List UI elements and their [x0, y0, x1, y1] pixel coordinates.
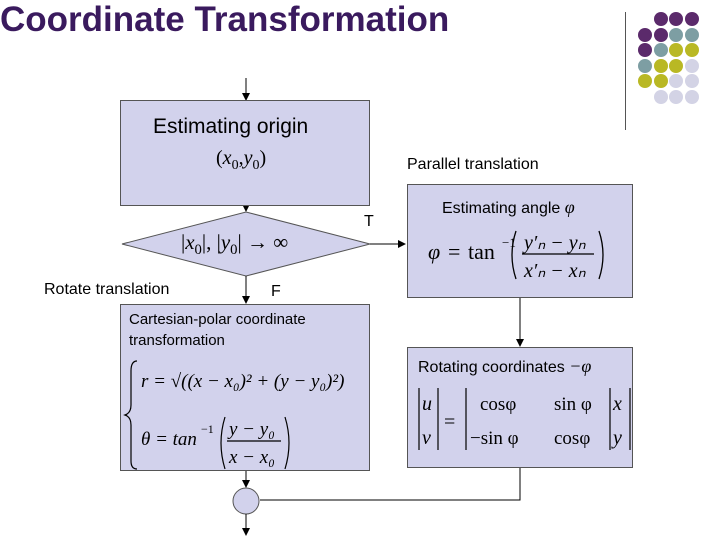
decor-dot	[653, 43, 668, 57]
m22: cosφ	[554, 428, 590, 449]
dot-grid-icon	[0, 0, 720, 140]
theta-left-paren	[220, 416, 226, 470]
decor-dot	[638, 74, 652, 88]
decor-dot	[669, 89, 683, 104]
rotate-translation-label: Rotate translation	[44, 281, 170, 298]
rotating-coordinates-label: Rotating coordinates −φ	[418, 356, 592, 376]
vector-x: x	[612, 393, 622, 415]
theta-denominator: x − x₀	[228, 447, 275, 468]
decor-dot	[684, 43, 699, 57]
origin-coordinates: (x0,y0)	[216, 147, 267, 173]
vector-u: u	[422, 393, 432, 415]
cartesian-polar-line2: transformation	[129, 332, 225, 349]
m12: sin φ	[554, 394, 592, 415]
decor-dot	[684, 74, 699, 88]
formula-lhs: φ	[428, 239, 440, 264]
decor-dot	[653, 74, 668, 88]
decision-condition: |x0|, |y0| → ∞	[181, 230, 289, 259]
theta-right-paren	[284, 416, 290, 470]
theta-lhs: θ = tan	[141, 429, 197, 450]
decor-dot	[638, 58, 652, 73]
rotating-coordinates-box: Rotating coordinates −φ u v = cosφ sin φ…	[407, 347, 633, 468]
branch-false-label: F	[271, 283, 281, 300]
decor-dot	[684, 27, 699, 42]
cartesian-polar-line1: Cartesian-polar coordinate	[129, 311, 306, 328]
decor-dot	[669, 58, 683, 73]
angle-symbol: φ	[564, 197, 575, 217]
vector-v: v	[422, 427, 431, 449]
line-rotation-to-merge	[260, 468, 521, 501]
theta-numerator: y − y₀	[227, 419, 275, 440]
decor-dot	[684, 58, 699, 73]
decor-dot	[669, 12, 683, 26]
decor-dot	[684, 89, 699, 104]
decor-dot	[669, 27, 683, 42]
decor-dot	[653, 89, 668, 104]
estimating-origin-box: Estimating origin (x0,y0)	[120, 100, 370, 206]
formula-numerator: y′ₙ − yₙ	[522, 232, 587, 254]
cartesian-polar-box: Cartesian-polar coordinate transformatio…	[120, 304, 370, 471]
estimating-angle-box: Estimating angle φ φ = tan −1 y′ₙ − yₙ x…	[407, 184, 633, 298]
decor-dot	[669, 74, 683, 88]
m11: cosφ	[480, 394, 516, 415]
right-paren	[598, 230, 604, 280]
brace	[123, 360, 138, 470]
decor-dot	[669, 43, 683, 57]
angle-formula: φ = tan −1 y′ₙ − yₙ x′ₙ − xₙ	[428, 230, 604, 282]
page-title: Coordinate Transformation	[0, 0, 450, 39]
decor-dot	[653, 12, 668, 26]
rotation-symbol: −φ	[569, 356, 592, 376]
decor-dot	[653, 58, 668, 73]
formula-tan: tan	[468, 239, 495, 264]
decor-dot	[684, 12, 699, 26]
r-formula: r = √((x − x₀)² + (y − y₀)²)	[141, 371, 344, 392]
estimating-origin-label: Estimating origin	[153, 115, 309, 138]
left-paren	[511, 230, 517, 280]
decor-dot	[653, 27, 668, 42]
divider-line	[625, 12, 626, 130]
merge-connector	[232, 487, 260, 515]
theta-inv: −1	[201, 422, 214, 436]
decor-dot	[638, 27, 652, 42]
matrix-eq: =	[444, 411, 455, 433]
formula-denominator: x′ₙ − xₙ	[523, 260, 587, 282]
formula-eq: =	[448, 239, 460, 264]
vector-y: y	[611, 427, 622, 449]
polar-formula: r = √((x − x₀)² + (y − y₀)²) θ = tan −1 …	[123, 360, 344, 470]
parallel-translation-label: Parallel translation	[407, 156, 539, 173]
rotation-matrix: u v = cosφ sin φ −sin φ cosφ x y	[418, 388, 631, 450]
m21: −sin φ	[470, 428, 519, 449]
branch-true-label: T	[364, 213, 374, 230]
estimating-angle-label: Estimating angle φ	[442, 197, 575, 217]
decor-dot	[638, 43, 652, 57]
